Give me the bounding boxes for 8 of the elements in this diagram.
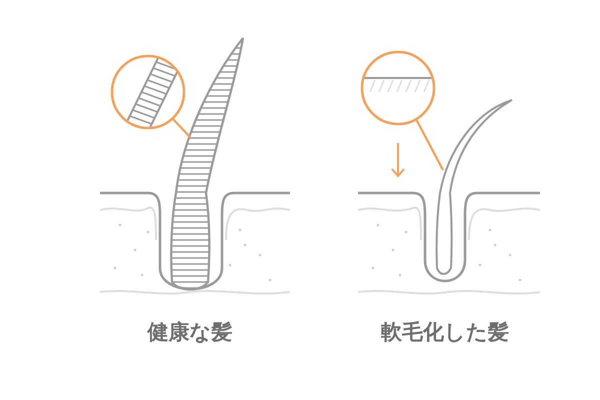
magnified-hair-drawing bbox=[110, 54, 186, 130]
leader-line bbox=[171, 117, 191, 138]
caption-text: 健康な髪 bbox=[148, 319, 232, 346]
magnified-hair-drawing bbox=[360, 50, 436, 126]
hair-drawing bbox=[170, 36, 244, 291]
caption-text: 軟毛化した髪 bbox=[381, 319, 509, 346]
leader-line bbox=[415, 118, 444, 171]
hair-drawing bbox=[436, 99, 513, 275]
